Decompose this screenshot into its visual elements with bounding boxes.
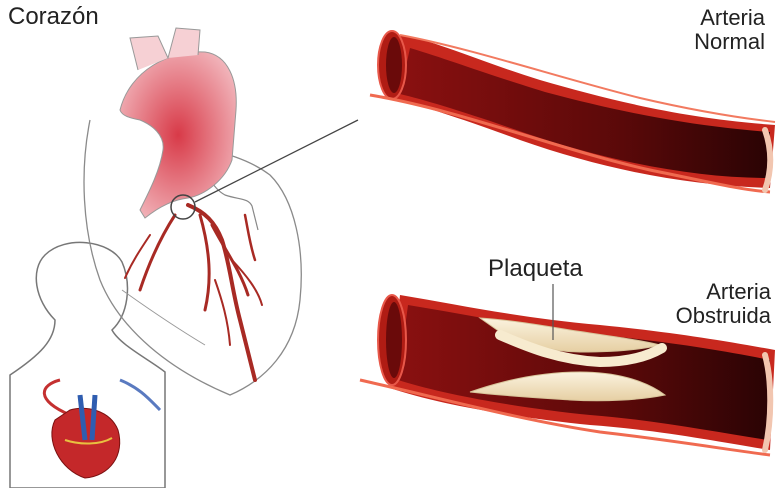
page-title: Corazón — [8, 4, 99, 30]
label-plaque: Plaqueta — [488, 256, 583, 282]
label-obstructed-line2: Obstruida — [676, 304, 771, 328]
label-normal-line1: Arteria — [694, 6, 765, 30]
label-normal-artery: Arteria Normal — [694, 6, 765, 54]
label-obstructed-artery: Arteria Obstruida — [676, 280, 771, 328]
coronary-arteries — [125, 205, 262, 380]
normal-artery — [370, 31, 775, 192]
heart-illustration — [10, 28, 358, 488]
label-obstructed-line1: Arteria — [676, 280, 771, 304]
label-normal-line2: Normal — [694, 30, 765, 54]
aorta — [120, 52, 236, 218]
